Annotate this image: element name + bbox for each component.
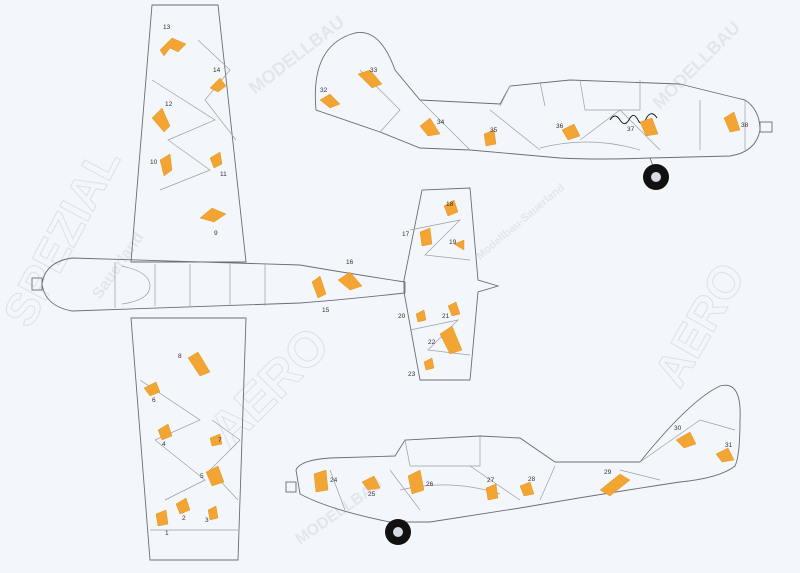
watermark-layer: SPEZIAL MODELLBAU Sauerland AERO Modellb…: [0, 12, 756, 549]
decal-10: [159, 153, 173, 177]
decal-19: [453, 239, 465, 251]
label-8: 8: [178, 353, 182, 360]
label-6: 6: [152, 397, 156, 404]
decal-27: [485, 483, 499, 501]
decal-12: [151, 107, 171, 133]
decal-36: [561, 123, 581, 141]
label-1: 1: [165, 530, 169, 537]
decal-15: [311, 275, 327, 299]
top-view: [31, 4, 500, 561]
decal-28: [519, 481, 535, 497]
decal-30: [675, 431, 697, 449]
decal-38: [723, 111, 741, 133]
decal-22: [439, 325, 463, 355]
label-26: 26: [426, 481, 434, 488]
decal-6: [143, 381, 161, 397]
watermark-sub-2: Sauerland: [89, 229, 147, 302]
decal-35: [483, 129, 497, 147]
label-38: 38: [741, 122, 749, 129]
label-34: 34: [437, 119, 445, 126]
label-19: 19: [449, 239, 457, 246]
label-14: 14: [213, 67, 221, 74]
decal-26: [407, 469, 425, 495]
decal-13: [159, 37, 187, 57]
label-33: 33: [370, 67, 378, 74]
label-10: 10: [150, 159, 158, 166]
label-15: 15: [322, 307, 330, 314]
decal-7: [209, 433, 223, 447]
label-21: 21: [442, 313, 450, 320]
label-7: 7: [218, 437, 222, 444]
label-28: 28: [528, 476, 536, 483]
label-36: 36: [556, 123, 564, 130]
decal-4: [157, 423, 173, 441]
side-fuselage-lower: [295, 384, 741, 523]
decal-9: [199, 207, 227, 223]
decal-33: [357, 69, 383, 89]
watermark-brand-1: SPEZIAL: [0, 139, 130, 335]
side-view-lower: [285, 384, 741, 545]
label-11: 11: [220, 171, 227, 178]
number-labels: 13 14 12 10 11 9 16 15 8 6 4 7 5 2 1 3 1…: [150, 24, 749, 537]
label-24: 24: [330, 477, 338, 484]
top-wing-lower: [130, 317, 247, 561]
decal-1: [155, 509, 169, 527]
decal-21: [447, 301, 461, 317]
watermark-sub-1: MODELLBAU: [245, 12, 348, 99]
label-13: 13: [163, 24, 171, 31]
label-29: 29: [604, 469, 612, 476]
label-2: 2: [182, 515, 186, 522]
label-31: 31: [725, 442, 733, 449]
decal-14: [209, 77, 227, 93]
decal-25: [361, 475, 381, 491]
script-marking: [609, 113, 658, 124]
label-37: 37: [627, 126, 635, 133]
decal-32: [319, 93, 341, 109]
decal-5: [205, 465, 225, 487]
decal-31: [715, 447, 735, 463]
label-27: 27: [487, 477, 495, 484]
side-fuselage-upper: [314, 32, 761, 160]
label-4: 4: [162, 441, 166, 448]
top-fuselage: [41, 257, 406, 312]
top-stabilizer: [403, 187, 500, 381]
label-23: 23: [408, 371, 416, 378]
label-18: 18: [446, 201, 454, 208]
side-view-upper: [314, 32, 773, 190]
decal-29: [599, 473, 631, 497]
watermark-sub-4: MODELLBAU: [649, 17, 744, 112]
decal-8: [187, 351, 211, 377]
label-35: 35: [490, 127, 498, 134]
label-16: 16: [346, 259, 354, 266]
label-22: 22: [428, 339, 436, 346]
decal-34: [419, 117, 441, 137]
decal-18: [443, 199, 459, 217]
decal-20: [415, 309, 427, 323]
label-20: 20: [398, 313, 406, 320]
label-32: 32: [320, 87, 328, 94]
decal-layer: [143, 37, 741, 527]
label-9: 9: [214, 230, 218, 237]
label-30: 30: [674, 425, 682, 432]
decal-11: [209, 151, 223, 169]
decal-37: [639, 117, 659, 137]
label-3: 3: [205, 517, 209, 524]
top-wing-upper: [130, 4, 247, 263]
decal-24: [313, 469, 329, 493]
label-25: 25: [368, 491, 376, 498]
decal-3: [207, 505, 219, 521]
watermark-brand-3: AERO: [644, 254, 755, 395]
label-17: 17: [402, 231, 410, 238]
top-spinner: [31, 277, 43, 291]
decal-16: [337, 271, 363, 291]
label-12: 12: [165, 101, 173, 108]
decal-2: [175, 497, 191, 515]
decal-17: [419, 227, 433, 247]
watermark-sub-3: Modellbau-Sauerland: [474, 182, 567, 263]
decal-23: [423, 357, 435, 371]
label-5: 5: [200, 473, 204, 480]
